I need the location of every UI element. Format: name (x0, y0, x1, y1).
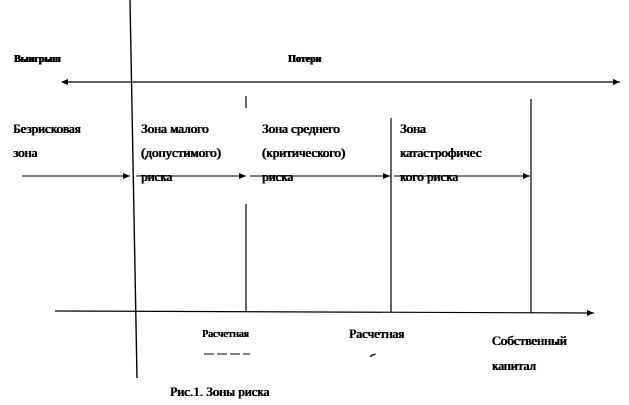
zone-catastrophic-label: Зона катастрофичес кого риска (400, 121, 482, 184)
zone-critical-label: Зона среднего (критического) риска (262, 121, 346, 184)
zone-riskless-label: Безрисковая зона (13, 121, 81, 160)
label-gain: Выигрыш (14, 54, 61, 65)
figure-caption: Рис.1. Зоны риска (170, 384, 270, 399)
label-losses: Потери (288, 54, 322, 65)
zone-acceptable-label: Зона малого (допустимого) риска (141, 121, 221, 184)
estimated-profit-label: Расчетная прибыль (349, 326, 405, 357)
estimated-revenue-label: Расчетная выручка (202, 328, 249, 354)
vertical-axis (129, 0, 138, 379)
equity-capital-label: Собственный капитал (492, 333, 567, 373)
horizontal-axis (54, 309, 595, 316)
